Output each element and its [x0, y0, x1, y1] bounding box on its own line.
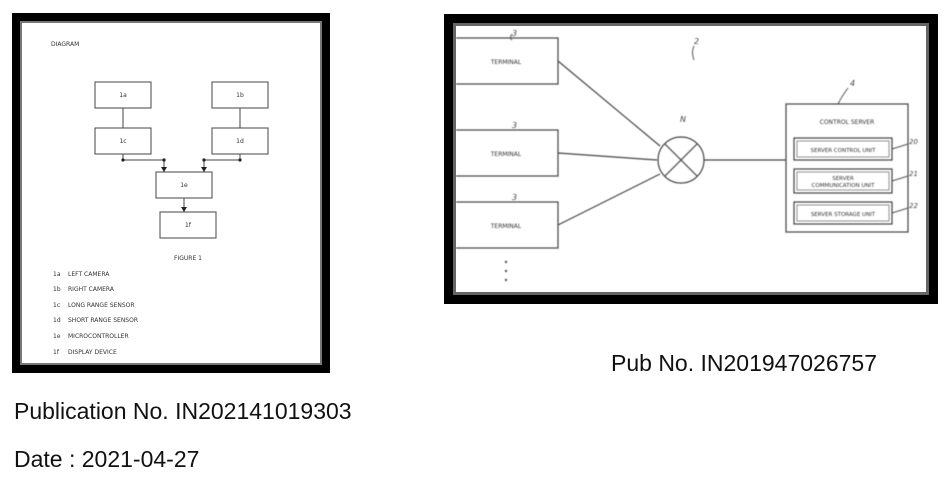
legend-code: 1b: [53, 286, 61, 293]
terminal-ref: 3: [512, 29, 517, 38]
publication-date: Date : 2021-04-27: [14, 446, 200, 472]
box-1a-label: 1a: [119, 92, 127, 99]
network-diagram: TERMINAL TERMINAL TERMINAL 3 3 3 2 N 4: [456, 29, 918, 282]
network-ref: N: [680, 115, 686, 124]
box-1b-label: 1b: [236, 92, 244, 99]
network-node-icon: [657, 136, 705, 184]
terminal-label: TERMINAL: [490, 59, 522, 66]
server-control-unit-label: SERVER CONTROL UNIT: [810, 148, 876, 154]
box-1d: [211, 127, 269, 155]
terminal-ref: 3: [512, 121, 517, 130]
legend-code: 1f: [53, 349, 60, 356]
left-figure-drawing: DIAGRAM 1a 1b 1c 1d 1e 1f: [28, 26, 314, 363]
legend-code: 1e: [53, 333, 61, 340]
terminal-ref: 3: [512, 193, 517, 202]
connector-1c-1e: [122, 154, 165, 172]
box-1b: [211, 81, 269, 109]
terminal-box-3: [456, 201, 559, 249]
server-communication-unit-label: COMMUNICATION UNIT: [812, 183, 876, 189]
right-figure-sheet: TERMINAL TERMINAL TERMINAL 3 3 3 2 N 4: [453, 23, 929, 295]
box-1e-label: 1e: [180, 182, 188, 189]
figure-ref: 2: [694, 37, 699, 46]
legend-text: LONG RANGE SENSOR: [68, 302, 135, 309]
diagram-header: DIAGRAM: [51, 41, 79, 48]
legend: 1a LEFT CAMERA 1b RIGHT CAMERA 1c LONG R…: [53, 271, 138, 356]
box-1c-label: 1c: [119, 138, 126, 145]
left-block-diagram: DIAGRAM 1a 1b 1c 1d 1e 1f: [51, 41, 269, 356]
connector-1d-1e: [203, 154, 241, 172]
server-storage-unit-label: SERVER STORAGE UNIT: [811, 212, 876, 218]
legend-text: RIGHT CAMERA: [68, 286, 115, 293]
unit-ref: 20: [909, 138, 918, 146]
terminal-box-2: [456, 129, 559, 177]
legend-text: DISPLAY DEVICE: [68, 349, 117, 356]
right-figure-drawing: TERMINAL TERMINAL TERMINAL 3 3 3 2 N 4: [456, 26, 926, 292]
terminal-label: TERMINAL: [490, 223, 522, 230]
unit-ref: 22: [909, 202, 918, 210]
right-figure-frame: TERMINAL TERMINAL TERMINAL 3 3 3 2 N 4: [444, 14, 938, 304]
server-communication-unit-label: SERVER: [832, 176, 854, 182]
server-ref: 4: [850, 79, 855, 88]
legend-text: LEFT CAMERA: [68, 271, 110, 278]
legend-code: 1c: [53, 302, 60, 309]
unit-ref: 21: [909, 170, 918, 178]
legend-text: MICROCONTROLLER: [68, 333, 129, 340]
figure-1-label: FIGURE 1: [174, 255, 202, 262]
left-figure-sheet: DIAGRAM 1a 1b 1c 1d 1e 1f: [20, 21, 322, 365]
terminal-label: TERMINAL: [490, 151, 522, 158]
right-publication-number: Pub No. IN201947026757: [611, 350, 877, 376]
box-1a: [94, 81, 152, 109]
legend-code: 1d: [53, 317, 61, 324]
server-communication-unit-box: [793, 168, 893, 194]
ellipsis-dots: [504, 260, 508, 282]
left-publication-number: Publication No. IN202141019303: [14, 398, 352, 424]
legend-code: 1a: [53, 271, 61, 278]
left-figure-frame: DIAGRAM 1a 1b 1c 1d 1e 1f: [12, 13, 330, 373]
terminal-box-1: [456, 37, 559, 85]
control-server-title: CONTROL SERVER: [820, 119, 875, 126]
legend-text: SHORT RANGE SENSOR: [68, 317, 138, 324]
box-1f-label: 1f: [185, 222, 192, 229]
box-1d-label: 1d: [236, 138, 244, 145]
box-1f: [159, 211, 217, 239]
